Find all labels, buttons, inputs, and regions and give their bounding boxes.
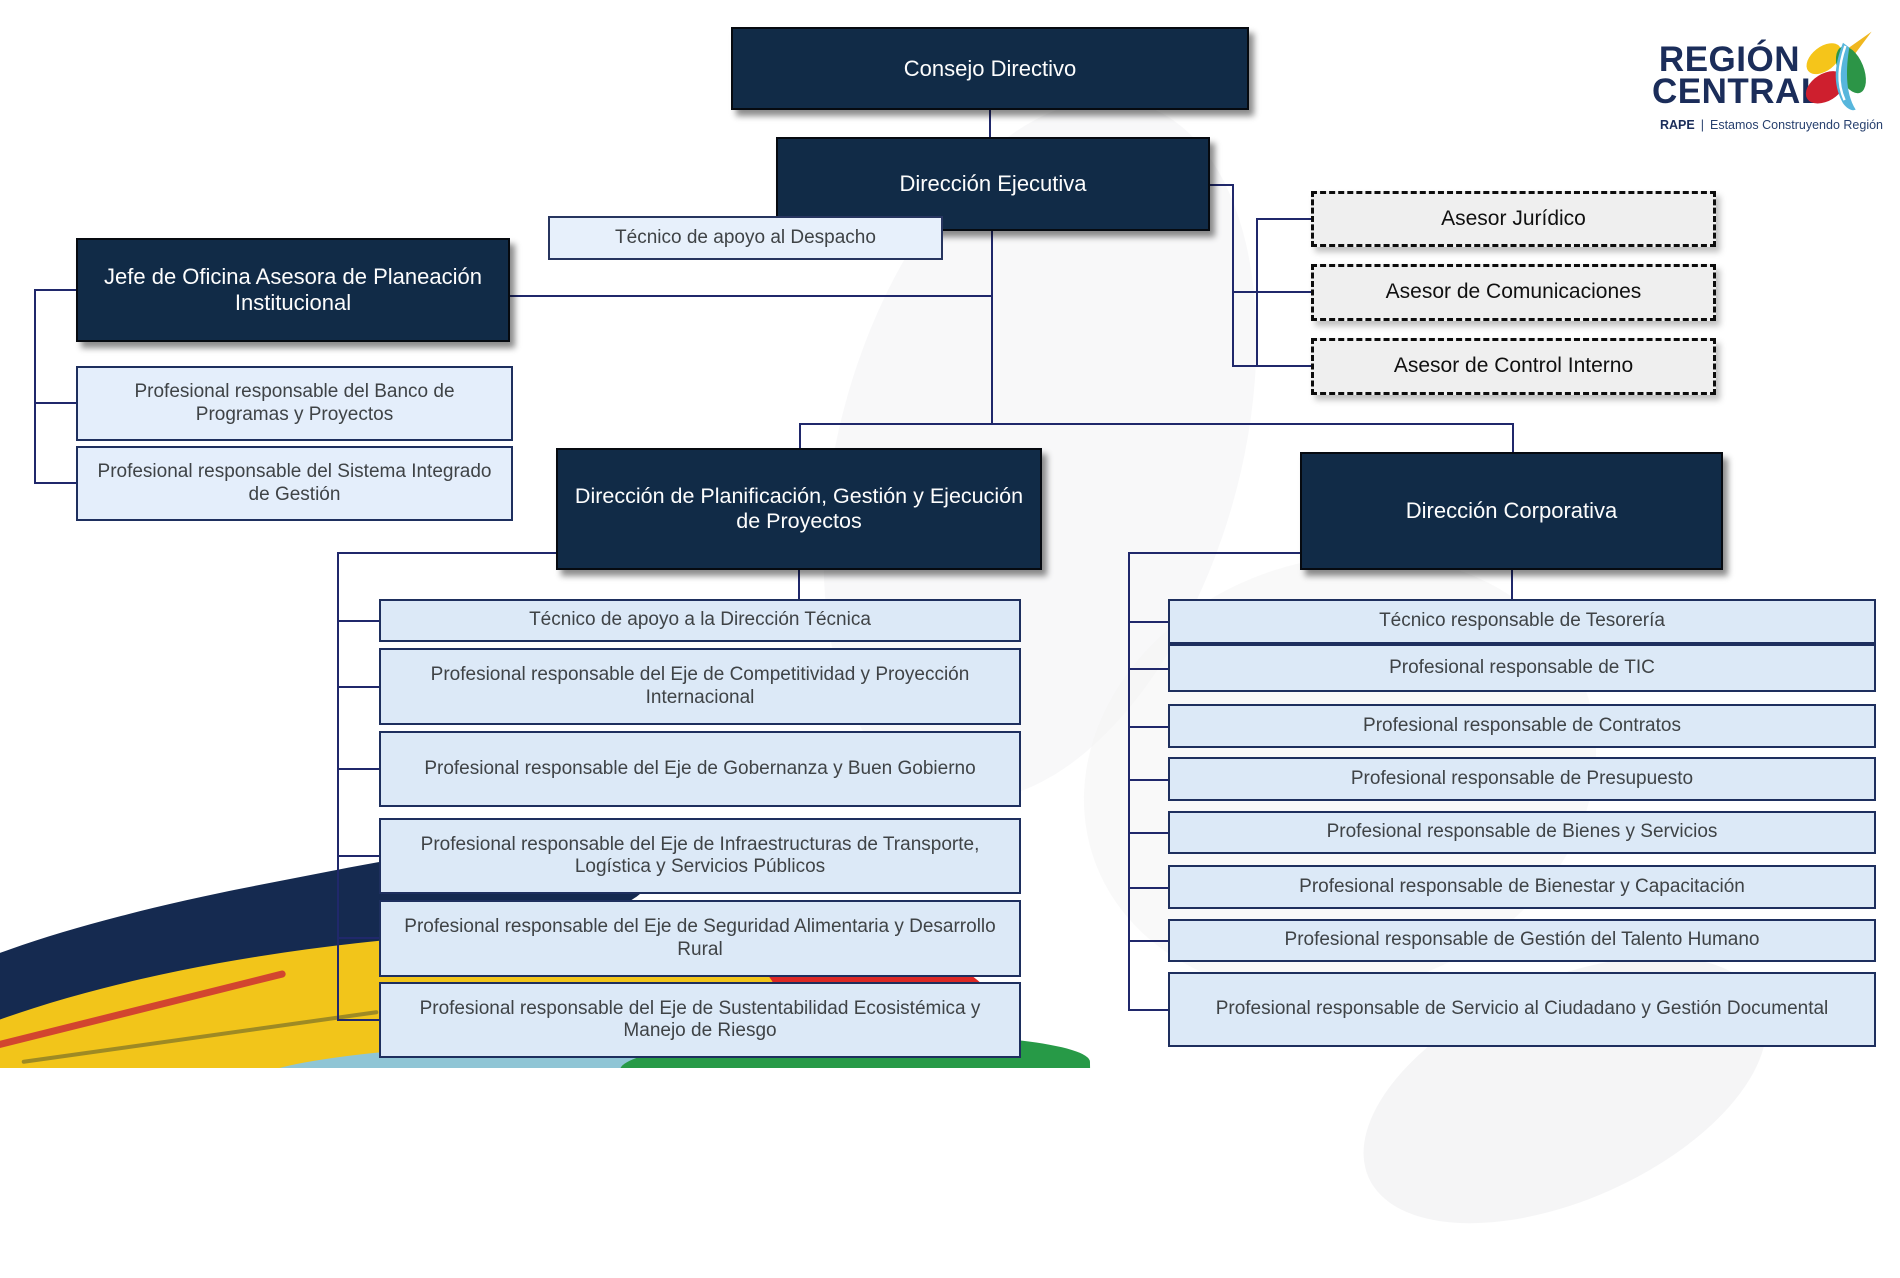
node-label: Asesor Jurídico <box>1441 206 1586 230</box>
node-label: Profesional responsable de Bienestar y C… <box>1299 875 1745 897</box>
node-label: Profesional responsable del Eje de Gober… <box>424 757 976 779</box>
logo-separator: | <box>1700 118 1704 132</box>
node-prof-bienes-servicios: Profesional responsable de Bienes y Serv… <box>1168 811 1876 854</box>
node-prof-bienestar: Profesional responsable de Bienestar y C… <box>1168 865 1876 909</box>
node-tecnico-tesoreria: Técnico responsable de Tesorería <box>1168 599 1876 644</box>
node-label: Profesional responsable del Banco de Pro… <box>134 381 455 425</box>
node-label: Técnico responsable de Tesorería <box>1379 610 1665 632</box>
node-jefe-planeacion: Jefe de Oficina Asesora de Planeación In… <box>76 238 510 342</box>
logo-word-region: REGIÓN <box>1658 40 1800 79</box>
connector <box>1512 423 1514 452</box>
node-prof-banco-programas: Profesional responsable del Banco de Pro… <box>76 366 513 441</box>
connector <box>798 570 800 599</box>
node-label: Técnico de apoyo al Despacho <box>615 226 876 248</box>
connector <box>34 289 78 291</box>
node-asesor-comunicaciones: Asesor de Comunicaciones <box>1311 264 1716 321</box>
connector <box>34 402 78 404</box>
connector <box>1128 779 1168 781</box>
node-eje-seguridad-alimentaria: Profesional responsable del Eje de Segur… <box>379 900 1021 977</box>
node-prof-tic: Profesional responsable de TIC <box>1168 644 1876 692</box>
node-consejo-directivo: Consejo Directivo <box>731 27 1249 110</box>
connector <box>1128 726 1168 728</box>
connector <box>1210 184 1234 186</box>
node-prof-talento-humano: Profesional responsable de Gestión del T… <box>1168 919 1876 962</box>
node-label: Profesional responsable del Eje de Compe… <box>430 664 970 708</box>
node-prof-sistema-gestion: Profesional responsable del Sistema Inte… <box>76 446 513 521</box>
region-central-logo: REGIÓN CENTRAL RAPE | Estamos Construyen… <box>1652 30 1883 132</box>
node-eje-competitividad: Profesional responsable del Eje de Compe… <box>379 648 1021 725</box>
node-label: Profesional responsable del Eje de Infra… <box>420 833 980 877</box>
connector <box>337 937 379 939</box>
node-label: Profesional responsable del Sistema Inte… <box>97 461 492 505</box>
node-label: Profesional responsable de TIC <box>1389 656 1655 678</box>
node-label: Dirección Corporativa <box>1405 498 1618 524</box>
org-chart-canvas: Consejo Directivo Dirección Ejecutiva Té… <box>0 27 1883 1068</box>
connector <box>989 110 991 137</box>
node-eje-gobernanza: Profesional responsable del Eje de Gober… <box>379 731 1021 807</box>
logo-tagline-text: Estamos Construyendo Región <box>1709 118 1883 132</box>
node-tecnico-direccion-tecnica: Técnico de apoyo a la Dirección Técnica <box>379 599 1021 642</box>
node-direccion-corporativa: Dirección Corporativa <box>1300 452 1723 570</box>
connector <box>1128 621 1168 623</box>
connector <box>337 620 379 622</box>
connector <box>337 855 379 857</box>
connector <box>34 482 78 484</box>
node-label: Asesor de Comunicaciones <box>1385 280 1642 304</box>
connector <box>337 552 339 1021</box>
node-label: Jefe de Oficina Asesora de Planeación In… <box>104 264 482 315</box>
node-label: Profesional responsable de Servicio al C… <box>1215 998 1829 1020</box>
node-label: Asesor de Control Interno <box>1393 354 1634 378</box>
connector <box>1128 887 1168 889</box>
node-prof-contratos: Profesional responsable de Contratos <box>1168 704 1876 748</box>
connector <box>1128 1009 1168 1011</box>
logo-rape-text: RAPE <box>1660 118 1695 132</box>
connector <box>1128 552 1302 554</box>
node-eje-infraestructuras: Profesional responsable del Eje de Infra… <box>379 818 1021 894</box>
connector <box>1256 218 1311 220</box>
node-label: Dirección de Planificación, Gestión y Ej… <box>574 483 1024 533</box>
connector <box>799 423 801 448</box>
connector <box>991 231 993 425</box>
node-asesor-control-interno: Asesor de Control Interno <box>1311 338 1716 395</box>
connector <box>34 289 36 484</box>
node-prof-presupuesto: Profesional responsable de Presupuesto <box>1168 757 1876 801</box>
connector <box>337 552 558 554</box>
node-label: Consejo Directivo <box>903 55 1077 81</box>
connector <box>1511 570 1513 599</box>
logo-word-central: CENTRAL <box>1652 72 1823 112</box>
node-label: Técnico de apoyo a la Dirección Técnica <box>529 609 871 631</box>
hummingbird-logo-icon <box>1805 31 1872 111</box>
connector <box>1232 291 1311 293</box>
connector <box>1128 832 1168 834</box>
node-label: Dirección Ejecutiva <box>899 171 1087 197</box>
node-label: Profesional responsable del Eje de Segur… <box>404 916 996 960</box>
connector <box>337 768 379 770</box>
connector <box>508 295 992 297</box>
node-label: Profesional responsable de Contratos <box>1363 714 1681 736</box>
connector <box>1232 365 1311 367</box>
connector <box>337 686 379 688</box>
node-asesor-juridico: Asesor Jurídico <box>1311 191 1716 247</box>
node-label: Profesional responsable de Gestión del T… <box>1284 929 1760 951</box>
connector <box>799 423 1514 425</box>
node-prof-servicio-ciudadano: Profesional responsable de Servicio al C… <box>1168 972 1876 1047</box>
connector <box>1128 552 1130 1010</box>
node-label: Profesional responsable de Presupuesto <box>1350 767 1694 789</box>
node-tecnico-despacho: Técnico de apoyo al Despacho <box>548 216 943 260</box>
connector <box>1128 940 1168 942</box>
node-label: Profesional responsable de Bienes y Serv… <box>1326 821 1718 843</box>
node-direccion-ejecutiva: Dirección Ejecutiva <box>776 137 1210 231</box>
node-eje-sustentabilidad: Profesional responsable del Eje de Suste… <box>379 982 1021 1058</box>
node-direccion-planificacion: Dirección de Planificación, Gestión y Ej… <box>556 448 1042 570</box>
connector <box>337 1019 379 1021</box>
connector <box>1128 668 1168 670</box>
node-label: Profesional responsable del Eje de Suste… <box>419 997 981 1041</box>
connector <box>1232 184 1234 367</box>
